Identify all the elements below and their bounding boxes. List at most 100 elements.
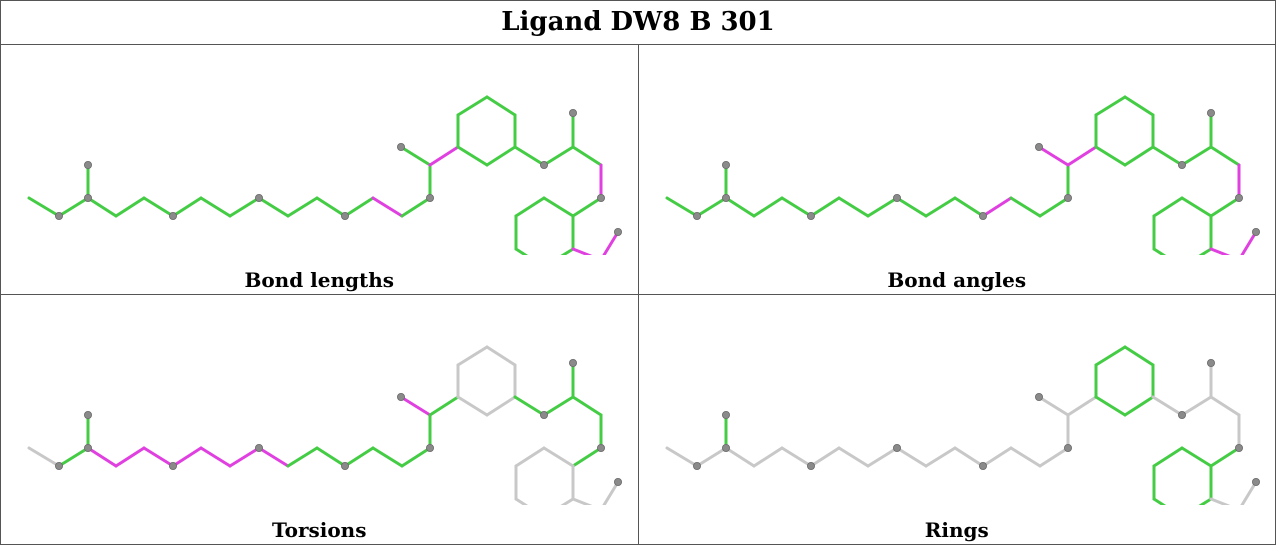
- atom-c1: [692, 461, 701, 470]
- bond-b18: [1066, 395, 1097, 417]
- bond-b12: [1009, 446, 1041, 468]
- atom-m2: [1034, 393, 1043, 402]
- bond-b1: [57, 446, 90, 468]
- bond-b4: [142, 446, 175, 468]
- bond-r2e: [1197, 497, 1212, 505]
- bond-b24: [1209, 247, 1230, 255]
- bond-r2a: [542, 196, 575, 218]
- atom-c11: [978, 211, 987, 220]
- bond-b3: [752, 196, 783, 218]
- atom-c18: [1234, 443, 1243, 452]
- bond-b10: [315, 446, 347, 468]
- bond-b9: [286, 446, 319, 468]
- bond-b22: [571, 395, 603, 417]
- bond-b19: [513, 395, 546, 417]
- bond-r1c: [1123, 95, 1154, 117]
- bond-r2d: [1152, 497, 1166, 505]
- atom-c8: [254, 443, 263, 452]
- atom-c2: [84, 193, 93, 202]
- bond-b18: [428, 395, 460, 417]
- bond-r2a: [542, 446, 575, 468]
- bond-r1b: [456, 95, 489, 117]
- bond-r2b: [1152, 196, 1183, 218]
- atom-m2: [396, 143, 405, 152]
- bond-b20: [542, 145, 575, 167]
- bond-b11: [981, 446, 1012, 468]
- bond-b13: [400, 196, 432, 218]
- bond-r1f: [456, 395, 489, 417]
- bond-b19: [1151, 395, 1183, 417]
- atom-m3: [1206, 359, 1215, 368]
- bond-b2: [724, 446, 755, 468]
- atom-c18: [1234, 193, 1243, 202]
- atom-m1: [84, 161, 93, 170]
- bond-b9: [286, 196, 319, 218]
- bond-b4: [780, 196, 812, 218]
- ligand-title: Ligand DW8 B 301: [501, 7, 775, 37]
- atom-c8: [892, 193, 901, 202]
- bond-b5: [171, 446, 203, 468]
- atom-c5: [168, 461, 177, 470]
- bond-b5: [809, 446, 840, 468]
- molecule-diagram-bond-angles: [665, 95, 1260, 255]
- bond-b7: [866, 446, 898, 468]
- bond-b10: [315, 196, 347, 218]
- bond-b7: [866, 196, 898, 218]
- bond-b3: [114, 446, 146, 468]
- bond-b24: [571, 497, 593, 505]
- bond-r1f: [456, 145, 489, 167]
- bond-b6: [199, 196, 232, 218]
- panel-bond-angles: Bond angles: [639, 45, 1276, 294]
- atom-m1: [721, 161, 730, 170]
- bond-b1: [695, 196, 727, 218]
- bond-b17: [399, 395, 432, 417]
- atom-c2: [84, 443, 93, 452]
- bond-b20: [1180, 395, 1212, 417]
- atom-c11: [340, 211, 349, 220]
- bond-b22: [1209, 395, 1240, 417]
- bond-b2: [86, 196, 118, 218]
- panel-cell-bond-lengths: Bond lengths: [0, 44, 639, 295]
- bond-b8: [895, 446, 927, 468]
- bond-b12: [1009, 196, 1041, 218]
- molecule-diagram-torsions: [27, 345, 623, 505]
- atom-f1: [1251, 477, 1260, 486]
- atom-c5: [806, 211, 815, 220]
- bond-b7: [228, 446, 261, 468]
- atom-m3: [569, 109, 578, 118]
- bond-b10: [953, 446, 984, 468]
- bond-b23b: [571, 446, 603, 468]
- atom-c14: [425, 443, 434, 452]
- bond-b20: [1180, 145, 1212, 167]
- bond-b0: [665, 446, 698, 468]
- panel-torsions: Torsions: [1, 295, 638, 544]
- bond-b25: [1239, 480, 1257, 505]
- atom-c1: [55, 461, 64, 470]
- bond-b8: [257, 446, 290, 468]
- bond-b17: [1037, 395, 1069, 417]
- panel-bond-lengths: Bond lengths: [1, 45, 638, 294]
- bond-b23b: [1209, 446, 1240, 468]
- bond-b11: [343, 446, 375, 468]
- bond-r1f: [1094, 395, 1126, 417]
- bond-r1e: [1123, 395, 1154, 417]
- caption-torsions: Torsions: [272, 518, 367, 542]
- atom-c11: [978, 461, 987, 470]
- bond-b13: [1038, 196, 1069, 218]
- atom-o1: [540, 411, 549, 420]
- atom-c5: [806, 461, 815, 470]
- atom-c2: [721, 443, 730, 452]
- bond-r2d: [514, 247, 529, 255]
- bond-r2b: [1152, 446, 1183, 468]
- bond-r1c: [485, 345, 517, 367]
- atom-c8: [254, 193, 263, 202]
- bond-r2a: [1180, 446, 1212, 468]
- atom-c14: [1063, 193, 1072, 202]
- atom-f1: [614, 477, 623, 486]
- panel-rings: Rings: [639, 295, 1276, 544]
- bond-b4: [142, 196, 175, 218]
- bond-b8: [257, 196, 290, 218]
- bond-r2a: [1180, 196, 1212, 218]
